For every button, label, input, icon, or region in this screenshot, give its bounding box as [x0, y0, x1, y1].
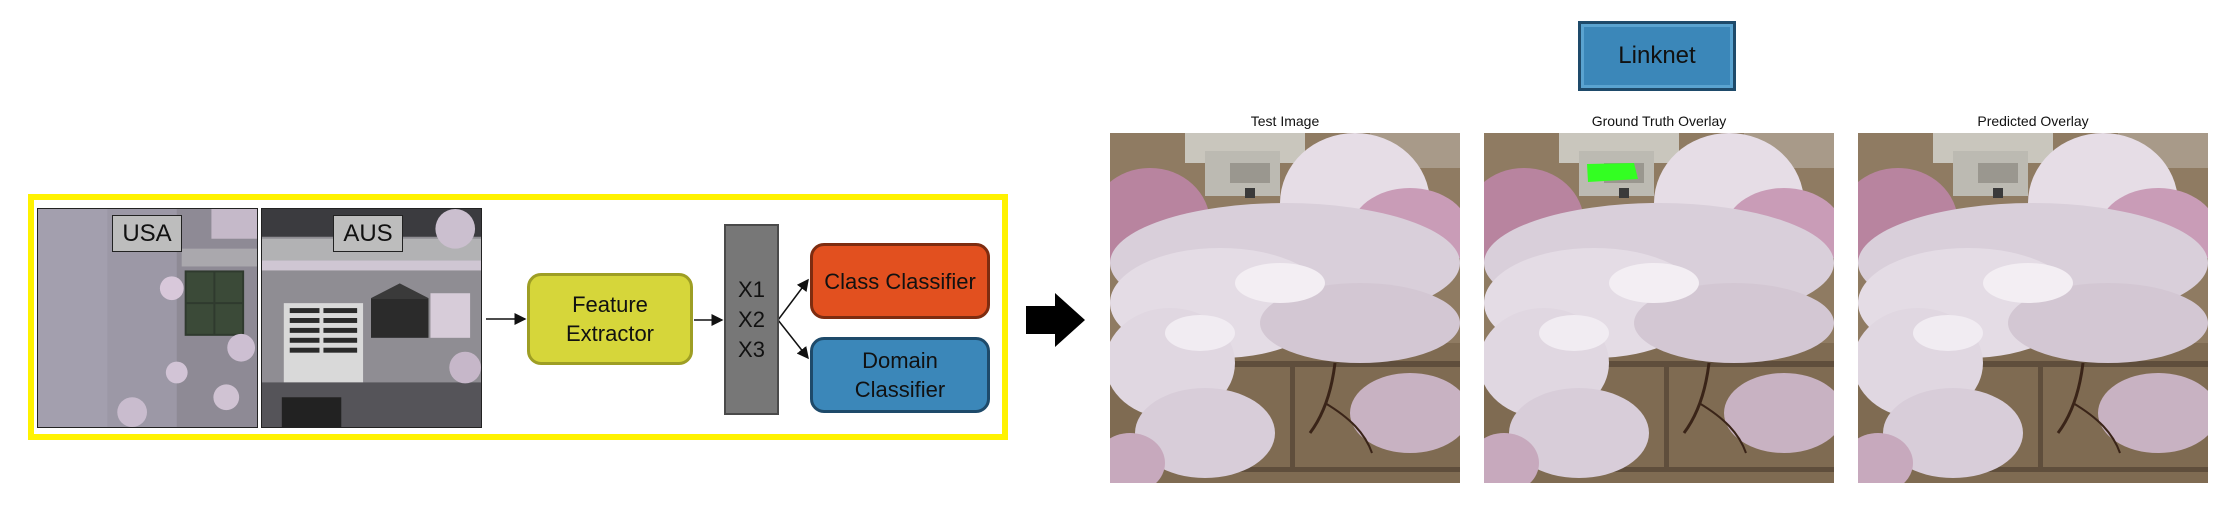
source-satellite-image [37, 208, 258, 428]
panel-title-test: Test Image [1250, 113, 1320, 129]
target-domain-label: AUS [333, 215, 403, 252]
class-classifier-box: Class Classifier [810, 243, 990, 319]
pipeline-frame [28, 194, 1008, 440]
pipeline-arrows [486, 278, 1085, 360]
feature-x1: X1 [738, 276, 765, 302]
ground-truth-overlay-panel [1484, 133, 1834, 483]
feature-vector-block: X1 X2 X3 [724, 224, 779, 415]
feature-x2: X2 [738, 306, 765, 332]
panel-title-ground-truth: Ground Truth Overlay [1591, 113, 1727, 129]
ground-truth-mask [1587, 163, 1638, 182]
arrow-features-to-domain [777, 319, 809, 360]
source-domain-label: USA [112, 215, 182, 252]
feature-x3: X3 [738, 336, 765, 362]
model-label-linknet: Linknet [1578, 21, 1736, 91]
arrow-features-to-class [777, 278, 809, 321]
big-right-arrow [1026, 293, 1085, 347]
test-image-panel [1110, 133, 1460, 483]
feature-extractor-box: Feature Extractor [527, 273, 693, 365]
domain-classifier-box: Domain Classifier [810, 337, 990, 413]
panel-title-predicted: Predicted Overlay [1977, 113, 2089, 129]
predicted-overlay-panel [1858, 133, 2208, 483]
